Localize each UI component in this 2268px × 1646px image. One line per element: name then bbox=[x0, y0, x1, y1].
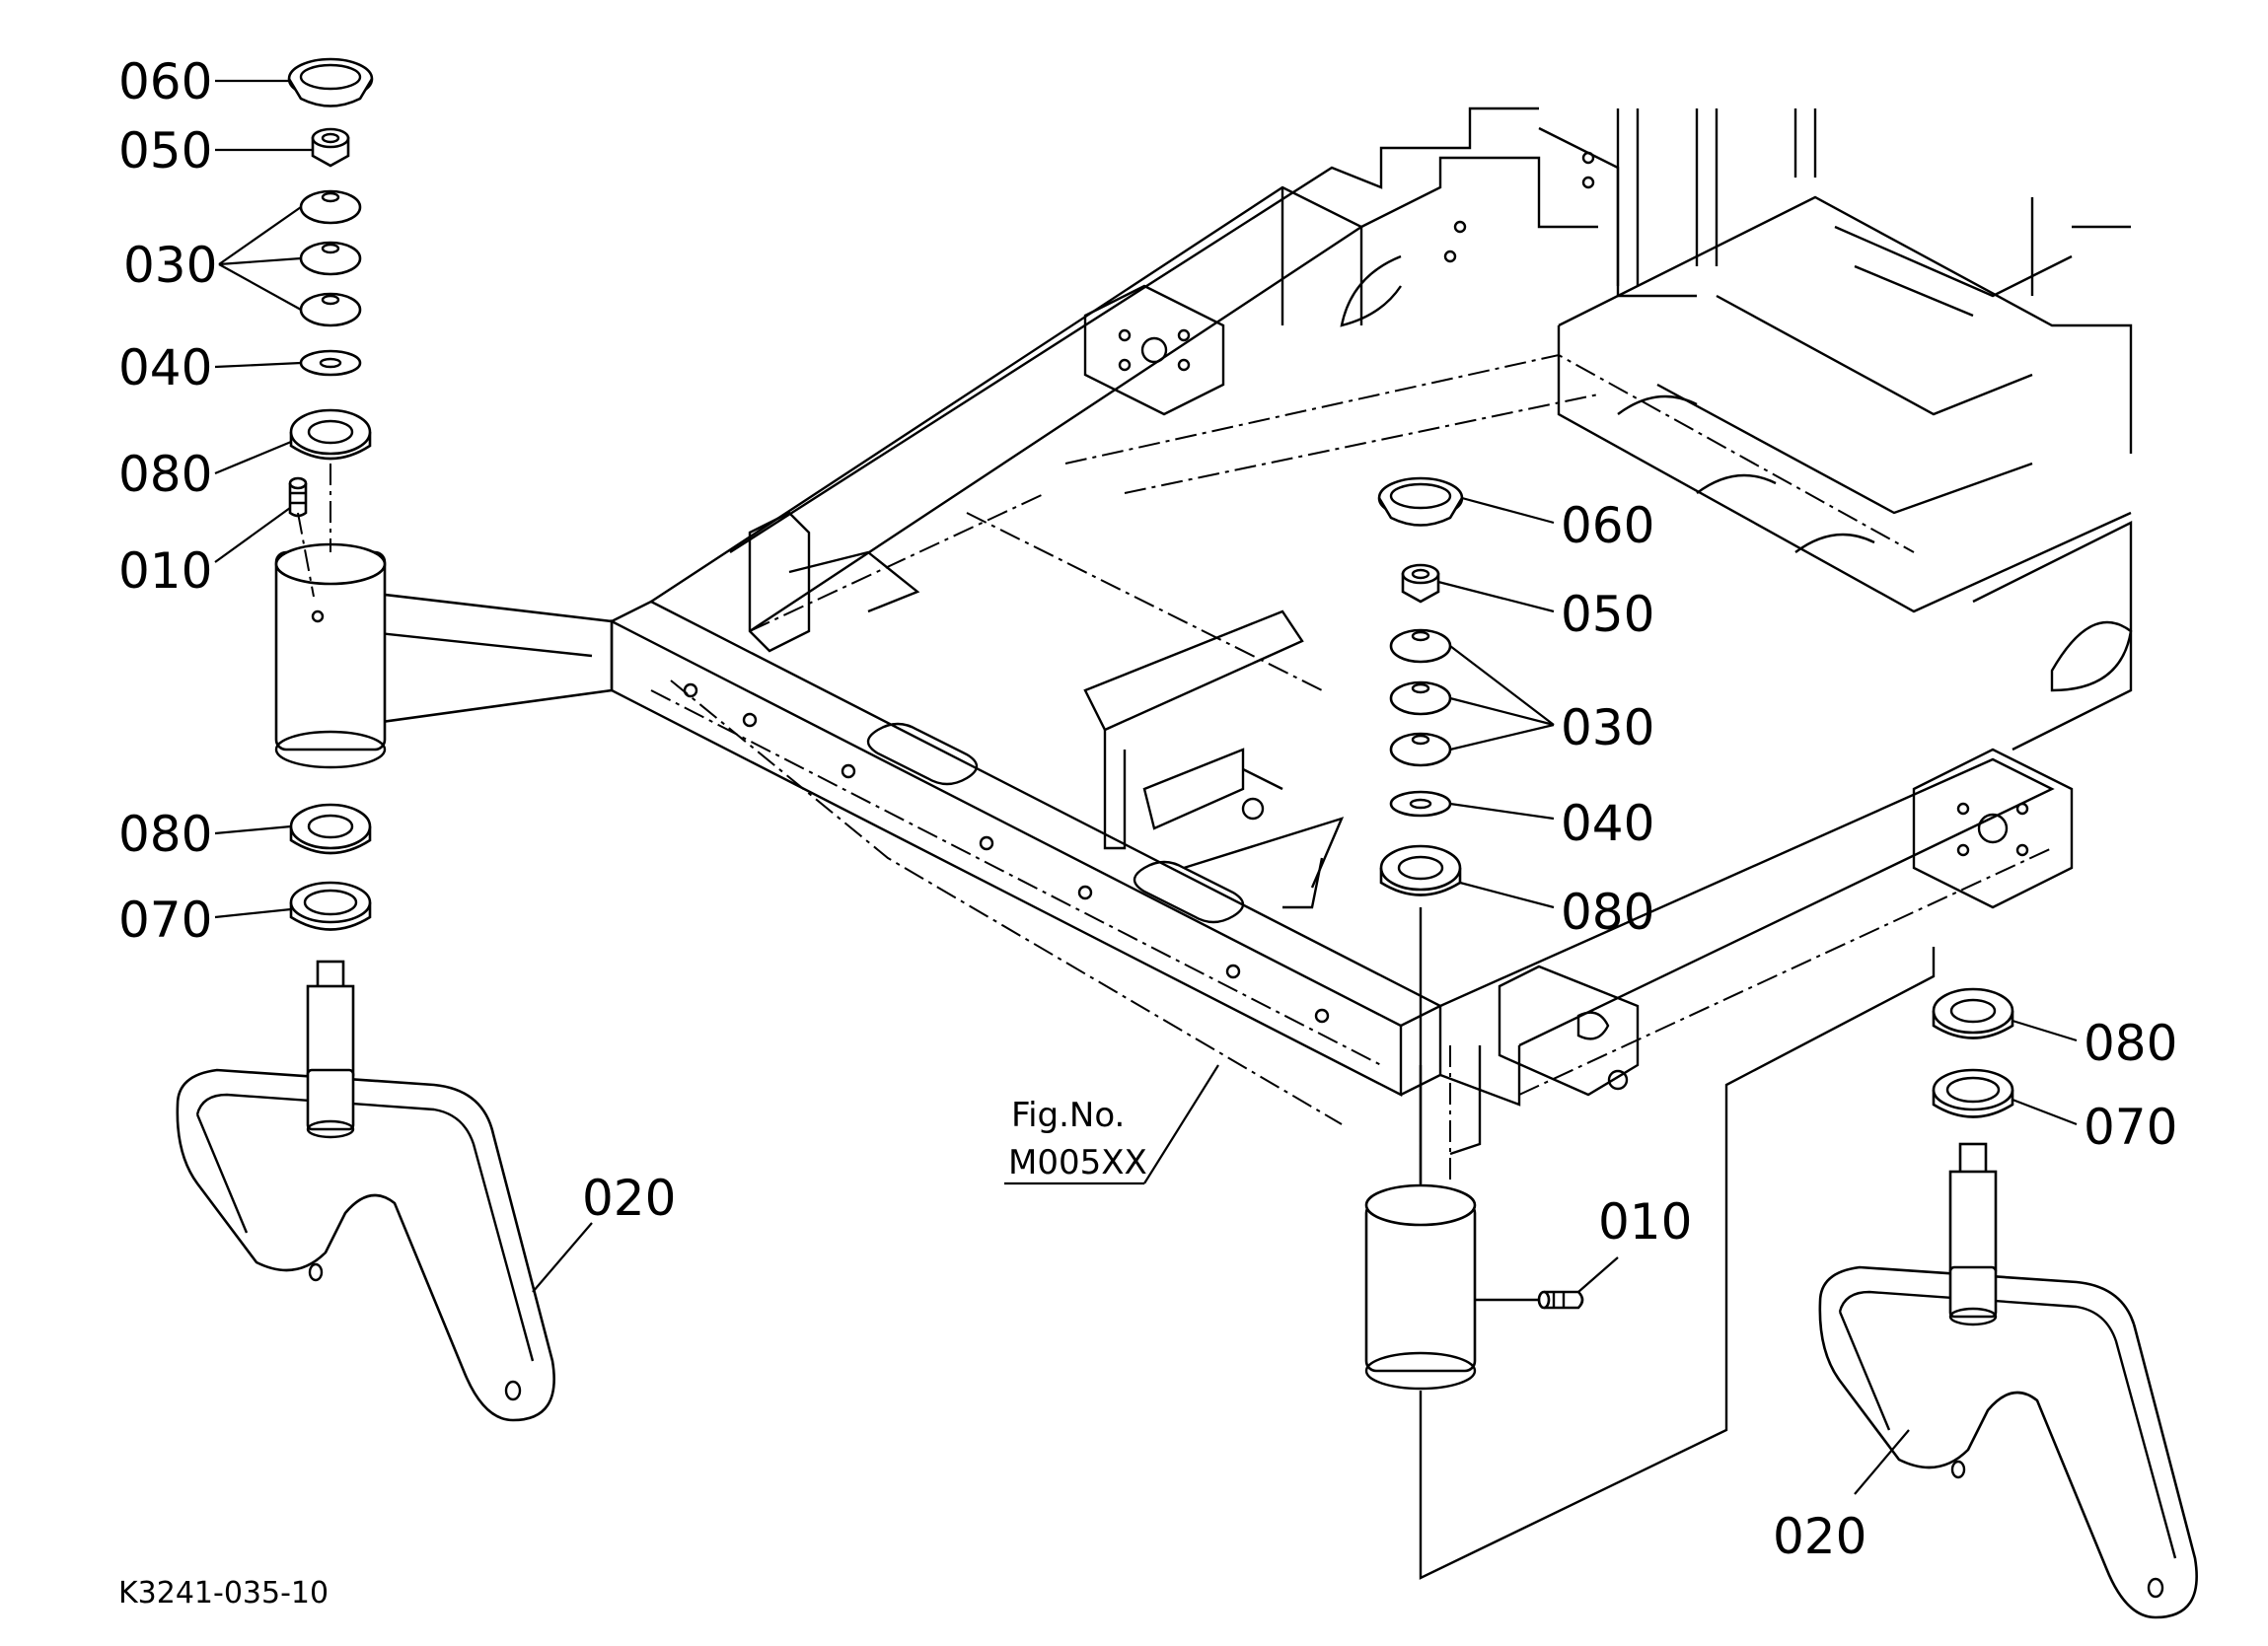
left-flat-washer bbox=[299, 349, 362, 377]
mid-bearing bbox=[1379, 844, 1462, 896]
callout-labels: 060 050 030 040 080 010 080 070 020 060 … bbox=[118, 53, 2177, 1565]
right-seal bbox=[1932, 1068, 2014, 1118]
callout-right-070: 070 bbox=[2084, 1099, 2177, 1156]
right-caster-fork bbox=[1818, 1142, 2198, 1619]
left-caster-fork bbox=[176, 960, 555, 1422]
figure-ref-code: M005XX bbox=[1008, 1143, 1147, 1182]
left-spring-washers bbox=[299, 189, 362, 327]
callout-right-020: 020 bbox=[1773, 1508, 1866, 1565]
figure-reference: Fig.No. M005XX bbox=[1004, 1096, 1147, 1185]
mid-housing bbox=[1364, 1183, 1477, 1391]
left-nut bbox=[311, 127, 350, 168]
callout-left-020: 020 bbox=[582, 1170, 676, 1227]
callout-left-060: 060 bbox=[118, 53, 212, 110]
callout-mid-040: 040 bbox=[1561, 795, 1654, 852]
mid-dust-cover bbox=[1377, 476, 1464, 527]
mid-nut bbox=[1401, 563, 1440, 604]
mid-spring-washers bbox=[1389, 628, 1452, 767]
mid-flat-washer bbox=[1389, 790, 1452, 818]
callout-left-040: 040 bbox=[118, 339, 212, 396]
callout-left-080-bottom: 080 bbox=[118, 806, 212, 863]
drawing-id: K3241-035-10 bbox=[118, 1576, 329, 1610]
middle-assembly bbox=[1364, 476, 1936, 1580]
leader-lines bbox=[214, 79, 2078, 1495]
figure-ref-label: Fig.No. bbox=[1011, 1096, 1125, 1135]
callout-left-080-top: 080 bbox=[118, 446, 212, 503]
callout-mid-010: 010 bbox=[1598, 1193, 1692, 1251]
left-grease-fitting bbox=[288, 476, 308, 518]
callout-left-070: 070 bbox=[118, 892, 212, 949]
left-bearing-top bbox=[289, 408, 372, 461]
left-assembly bbox=[176, 57, 555, 1422]
callout-mid-030: 030 bbox=[1561, 699, 1654, 756]
left-seal bbox=[289, 881, 372, 931]
callout-left-010: 010 bbox=[118, 542, 212, 600]
left-arm bbox=[274, 542, 614, 769]
callout-right-080: 080 bbox=[2084, 1015, 2177, 1072]
callout-left-030: 030 bbox=[123, 237, 217, 294]
callout-mid-050: 050 bbox=[1561, 586, 1654, 643]
callout-mid-060: 060 bbox=[1561, 497, 1654, 554]
callout-left-050: 050 bbox=[118, 122, 212, 179]
callout-mid-080: 080 bbox=[1561, 884, 1654, 941]
right-bearing bbox=[1932, 987, 2014, 1039]
mid-grease-fitting bbox=[1537, 1290, 1584, 1310]
left-dust-cover bbox=[287, 57, 374, 107]
right-assembly bbox=[1818, 987, 2198, 1619]
left-bearing-bottom bbox=[289, 803, 372, 855]
main-frame bbox=[610, 107, 2133, 1203]
